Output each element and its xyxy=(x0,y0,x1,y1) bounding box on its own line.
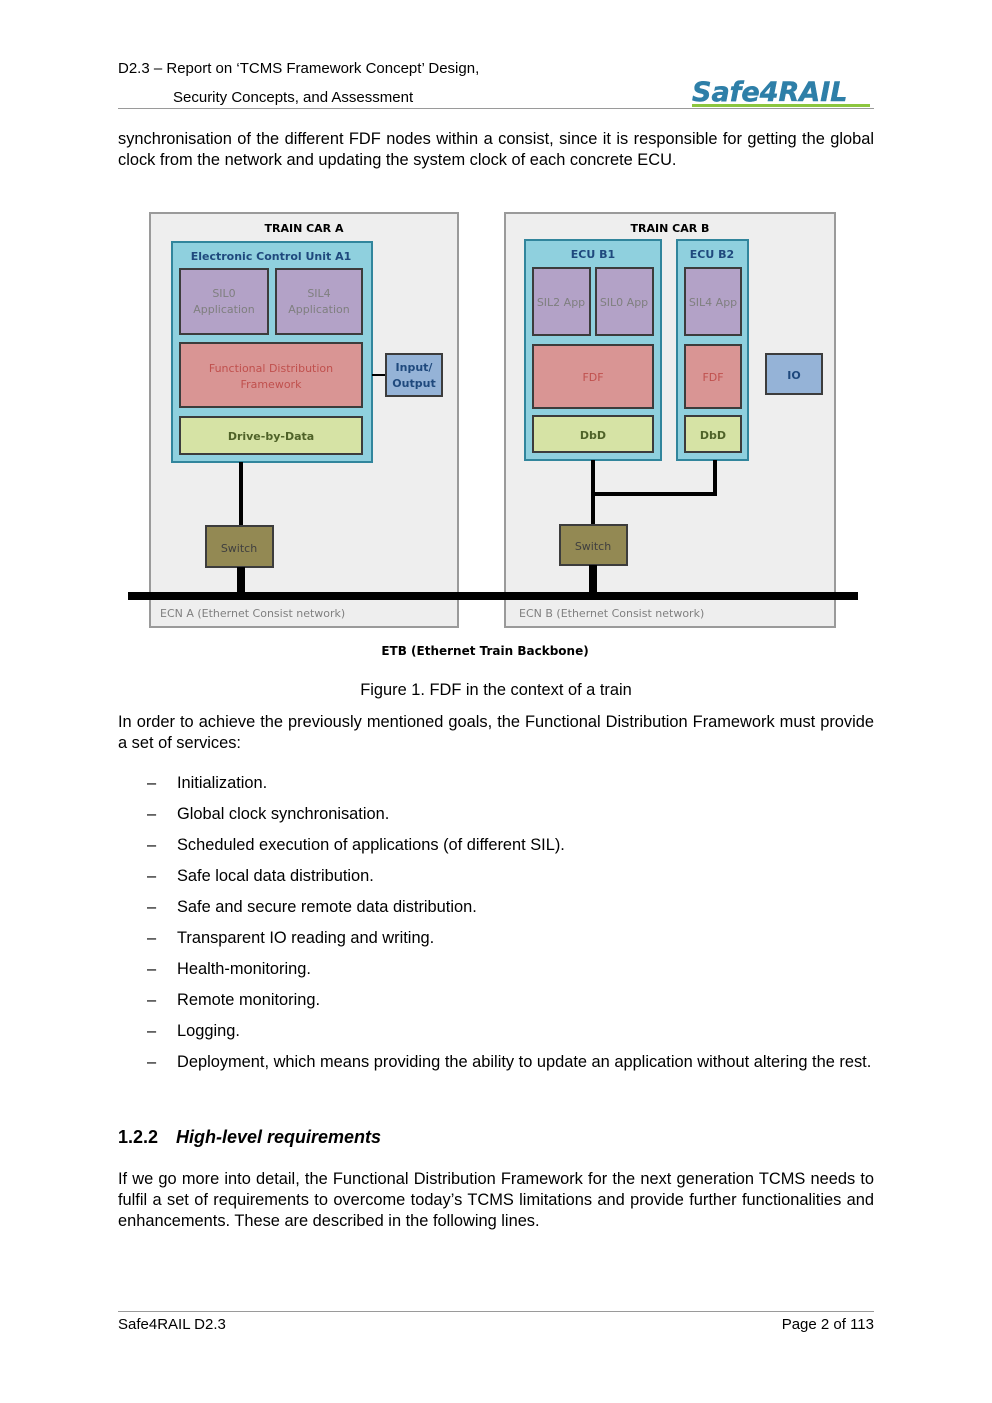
bullet-dash: – xyxy=(147,836,157,854)
bullet-dash: – xyxy=(147,960,157,978)
sil4-application-a xyxy=(275,268,363,335)
footer-page-number: Page 2 of 113 xyxy=(781,1316,874,1333)
list-item: – Global clock synchronisation. xyxy=(147,804,874,825)
list-item: – Initialization. xyxy=(147,773,874,794)
sil0-application-a xyxy=(179,268,269,335)
service-text: Remote monitoring. xyxy=(177,991,321,1009)
safe4rail-logo: Safe4RAIL xyxy=(688,74,874,108)
sil4-application-a-line1: SIL4 xyxy=(307,287,330,300)
bullet-dash: – xyxy=(147,867,157,885)
list-item: – Remote monitoring. xyxy=(147,990,874,1011)
service-text: Logging. xyxy=(177,1022,240,1040)
bullet-dash: – xyxy=(147,991,157,1009)
switch-a-label: Switch xyxy=(221,542,257,555)
list-item: – Scheduled execution of applications (of… xyxy=(147,835,874,856)
sil4-application-a-line2: Application xyxy=(288,303,349,316)
io-a-line2: Output xyxy=(392,377,435,390)
service-text: Safe local data distribution. xyxy=(177,867,374,885)
fdf-a-line1: Functional Distribution xyxy=(209,362,333,375)
intro-paragraph: synchronisation of the different FDF nod… xyxy=(118,130,874,169)
service-text: Safe and secure remote data distribution… xyxy=(177,898,477,916)
dbd-b2-label: DbD xyxy=(700,429,726,442)
fdf-a-line2: Framework xyxy=(241,378,303,391)
figure-caption: Figure 1. FDF in the context of a train xyxy=(360,681,632,699)
section-heading: 1.2.2 High-level requirements xyxy=(118,1127,381,1148)
header-title-line2: Security Concepts, and Assessment xyxy=(173,89,414,106)
bullet-dash: – xyxy=(147,1022,157,1040)
requirements-paragraph: If we go more into detail, the Functiona… xyxy=(118,1170,874,1230)
train-car-b-title: TRAIN CAR B xyxy=(631,222,710,235)
ecu-b2-title: ECU B2 xyxy=(690,248,734,261)
service-text: Transparent IO reading and writing. xyxy=(177,929,435,947)
list-item: – Safe and secure remote data distributio… xyxy=(147,897,874,918)
list-item: – Deployment, which means providing the a… xyxy=(147,1052,874,1073)
sil2-app-b1-label: SIL2 App xyxy=(537,296,585,309)
train-car-a-title: TRAIN CAR A xyxy=(264,222,344,235)
bullet-dash: – xyxy=(147,774,157,792)
ecn-a-label: ECN A (Ethernet Consist network) xyxy=(160,607,345,620)
footer-divider xyxy=(118,1311,874,1312)
io-b-label: IO xyxy=(787,369,800,382)
switch-b-label: Switch xyxy=(575,540,611,553)
sil0-application-a-line1: SIL0 xyxy=(212,287,235,300)
section-number: 1.2.2 xyxy=(118,1127,159,1147)
fdf-b1-label: FDF xyxy=(582,371,603,384)
header-divider xyxy=(118,108,874,109)
logo-text: Safe4RAIL xyxy=(692,77,847,108)
footer-doc-id: Safe4RAIL D2.3 xyxy=(118,1316,226,1333)
etb-label: ETB (Ethernet Train Backbone) xyxy=(381,644,588,658)
fdf-b1-box xyxy=(532,344,654,409)
fdf-train-diagram: TRAIN CAR A Electronic Control Unit A1 S… xyxy=(118,200,874,670)
services-list: – Initialization. – Global clock synchroni… xyxy=(147,773,874,1083)
bullet-dash: – xyxy=(147,805,157,823)
switch-a-box xyxy=(205,525,274,568)
service-text: Health-monitoring. xyxy=(177,960,311,978)
dbd-b1-box xyxy=(532,415,654,453)
sil0-app-b1-label: SIL0 App xyxy=(600,296,648,309)
io-a-box xyxy=(385,353,443,397)
service-text: Initialization. xyxy=(177,774,268,792)
dbd-b2-box xyxy=(684,415,742,453)
fdf-a-box xyxy=(179,342,363,408)
io-b-box xyxy=(765,353,823,395)
io-a-line1: Input/ xyxy=(396,361,434,374)
sil0-app-b1 xyxy=(595,267,654,336)
list-item: – Safe local data distribution. xyxy=(147,866,874,887)
ecu-b1-title: ECU B1 xyxy=(571,248,615,261)
dbd-a-label: Drive-by-Data xyxy=(228,430,314,443)
list-item: – Logging. xyxy=(147,1021,874,1042)
list-item: – Transparent IO reading and writing. xyxy=(147,928,874,949)
sil2-app-b1 xyxy=(532,267,591,336)
fdf-b2-label: FDF xyxy=(702,371,723,384)
bullet-dash: – xyxy=(147,929,157,947)
dbd-b1-label: DbD xyxy=(580,429,606,442)
link-b-ecus-switch xyxy=(591,460,717,525)
sil0-application-a-line2: Application xyxy=(193,303,254,316)
service-text: Deployment, which means providing the ab… xyxy=(177,1053,872,1071)
service-text: Scheduled execution of applications (of … xyxy=(177,836,565,854)
ecu-a1-title: Electronic Control Unit A1 xyxy=(191,250,352,263)
fdf-b2-box xyxy=(684,344,742,409)
service-text: Global clock synchronisation. xyxy=(177,805,390,823)
section-title: High-level requirements xyxy=(176,1127,382,1147)
sil4-app-b2 xyxy=(684,267,742,336)
services-intro: In order to achieve the previously menti… xyxy=(118,713,874,752)
sil4-app-b2-label: SIL4 App xyxy=(689,296,737,309)
ecn-b-label: ECN B (Ethernet Consist network) xyxy=(519,607,704,620)
bullet-dash: – xyxy=(147,1053,157,1071)
bullet-dash: – xyxy=(147,898,157,916)
dbd-a-box xyxy=(179,416,363,455)
header-title-line1: D2.3 – Report on ‘TCMS Framework Concept… xyxy=(118,60,480,77)
list-item: – Health-monitoring. xyxy=(147,959,874,980)
switch-b-box xyxy=(559,524,628,566)
